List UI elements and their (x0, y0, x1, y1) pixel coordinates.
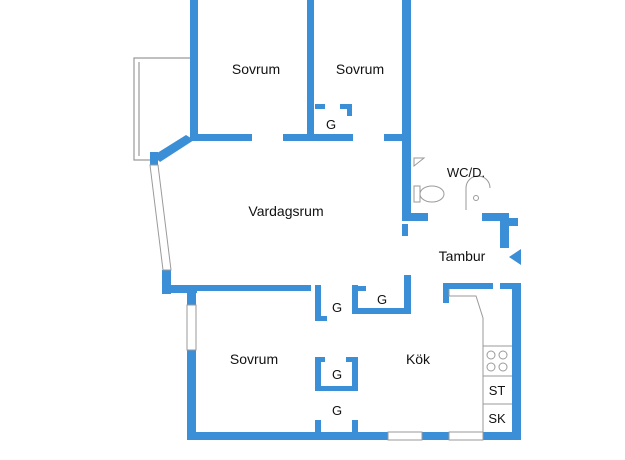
room-label-kitchen: Kök (406, 351, 431, 367)
closet-label: G (332, 300, 342, 315)
closet-label: G (332, 403, 342, 418)
room-label-bedroom-bottom: Sovrum (230, 351, 278, 367)
closet-label: G (326, 117, 336, 132)
entrance-arrow-icon (509, 249, 521, 265)
closet-label: G (332, 367, 342, 382)
room-label-bedroom-top-right: Sovrum (336, 61, 384, 77)
toilet-icon (413, 157, 445, 203)
shower-icon (465, 175, 491, 210)
room-label-living-room: Vardagsrum (248, 203, 323, 219)
room-label-entrance: Tambur (439, 248, 486, 264)
room-label-wc: WC/D. (447, 165, 485, 180)
appliance-label-fridge: SK (488, 411, 506, 426)
closet-label: G (377, 292, 387, 307)
windows (149, 164, 484, 441)
walls (150, 0, 521, 440)
room-label-bedroom-top-left: Sovrum (232, 61, 280, 77)
stove-icon (486, 350, 508, 372)
kitchen-counter (448, 289, 512, 432)
appliance-label-stove: ST (489, 383, 506, 398)
